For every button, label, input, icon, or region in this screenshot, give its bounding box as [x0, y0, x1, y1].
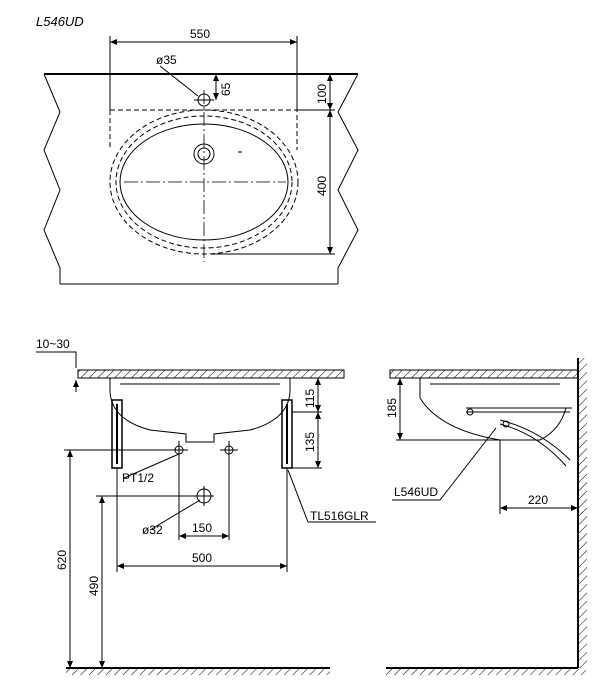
drain-inner [197, 147, 211, 161]
sink-body [109, 378, 291, 443]
counter-slab [77, 369, 345, 379]
dim-floor-to-drain: 490 [87, 576, 101, 596]
drain-outer [193, 143, 215, 165]
side-counter [389, 369, 579, 379]
side-view: 185 L546UD 220 [385, 358, 587, 675]
top-view: 550 ø35 65 100 400 [43, 27, 359, 285]
dim-projection: 220 [528, 493, 548, 507]
dim-side-depth: 185 [385, 398, 399, 418]
label-supply-thread: PT1/2 [122, 471, 154, 485]
dim-floor-to-supply: 620 [55, 550, 69, 570]
model-title: L546UD [36, 14, 84, 29]
label-side-model: L546UD [394, 485, 438, 499]
label-bracket-model: TL516GLR [310, 509, 369, 523]
dim-counter-thickness: 10~30 [36, 337, 70, 351]
dim-height-mid: 135 [303, 432, 317, 452]
dim-supply-spacing: 150 [192, 521, 212, 535]
front-view: 10~30 PT1/2 ø32 150 500 [36, 337, 376, 675]
dim-height-top: 115 [303, 389, 317, 408]
dim-back-gap: 100 [315, 84, 329, 104]
sink-profile [419, 378, 567, 441]
dim-depth-400: 400 [315, 176, 329, 196]
dim-bracket-spacing: 500 [192, 551, 212, 565]
dim-width-550: 550 [190, 27, 210, 41]
dim-drain-dia: ø32 [142, 523, 163, 537]
dim-hole-offset: 65 [219, 82, 233, 96]
dim-hole-dia: ø35 [156, 53, 177, 67]
